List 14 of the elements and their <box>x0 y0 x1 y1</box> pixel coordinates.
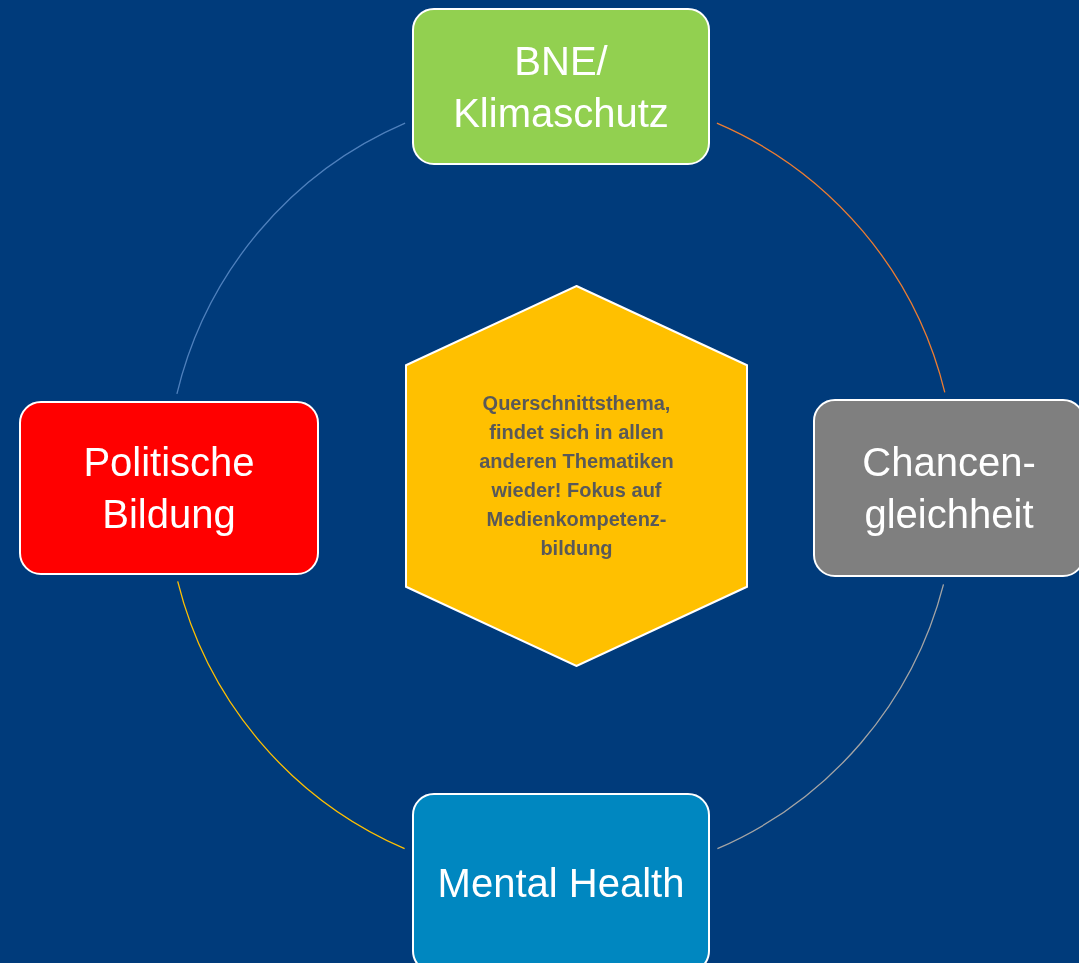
connector-arc <box>176 122 406 395</box>
topic-label: Chancen- gleichheit <box>861 439 1037 538</box>
topic-label: Mental Health <box>436 860 686 907</box>
connector-arc <box>716 122 946 394</box>
topic-box <box>412 8 710 165</box>
topic-label: Politische Bildung <box>82 439 256 538</box>
topic-label: BNE/ Klimaschutz <box>452 37 670 137</box>
topic-box <box>19 401 319 575</box>
description-text: Querschnittsthema, findet sich in allen anderen Thematiken wieder! Fokus auf Medienkompetenz- bildung <box>478 391 675 561</box>
hexagon <box>405 285 748 667</box>
connector-arc <box>177 580 406 850</box>
topic-box <box>412 793 710 963</box>
connector-arc <box>716 583 945 850</box>
topic-box <box>813 399 1079 577</box>
